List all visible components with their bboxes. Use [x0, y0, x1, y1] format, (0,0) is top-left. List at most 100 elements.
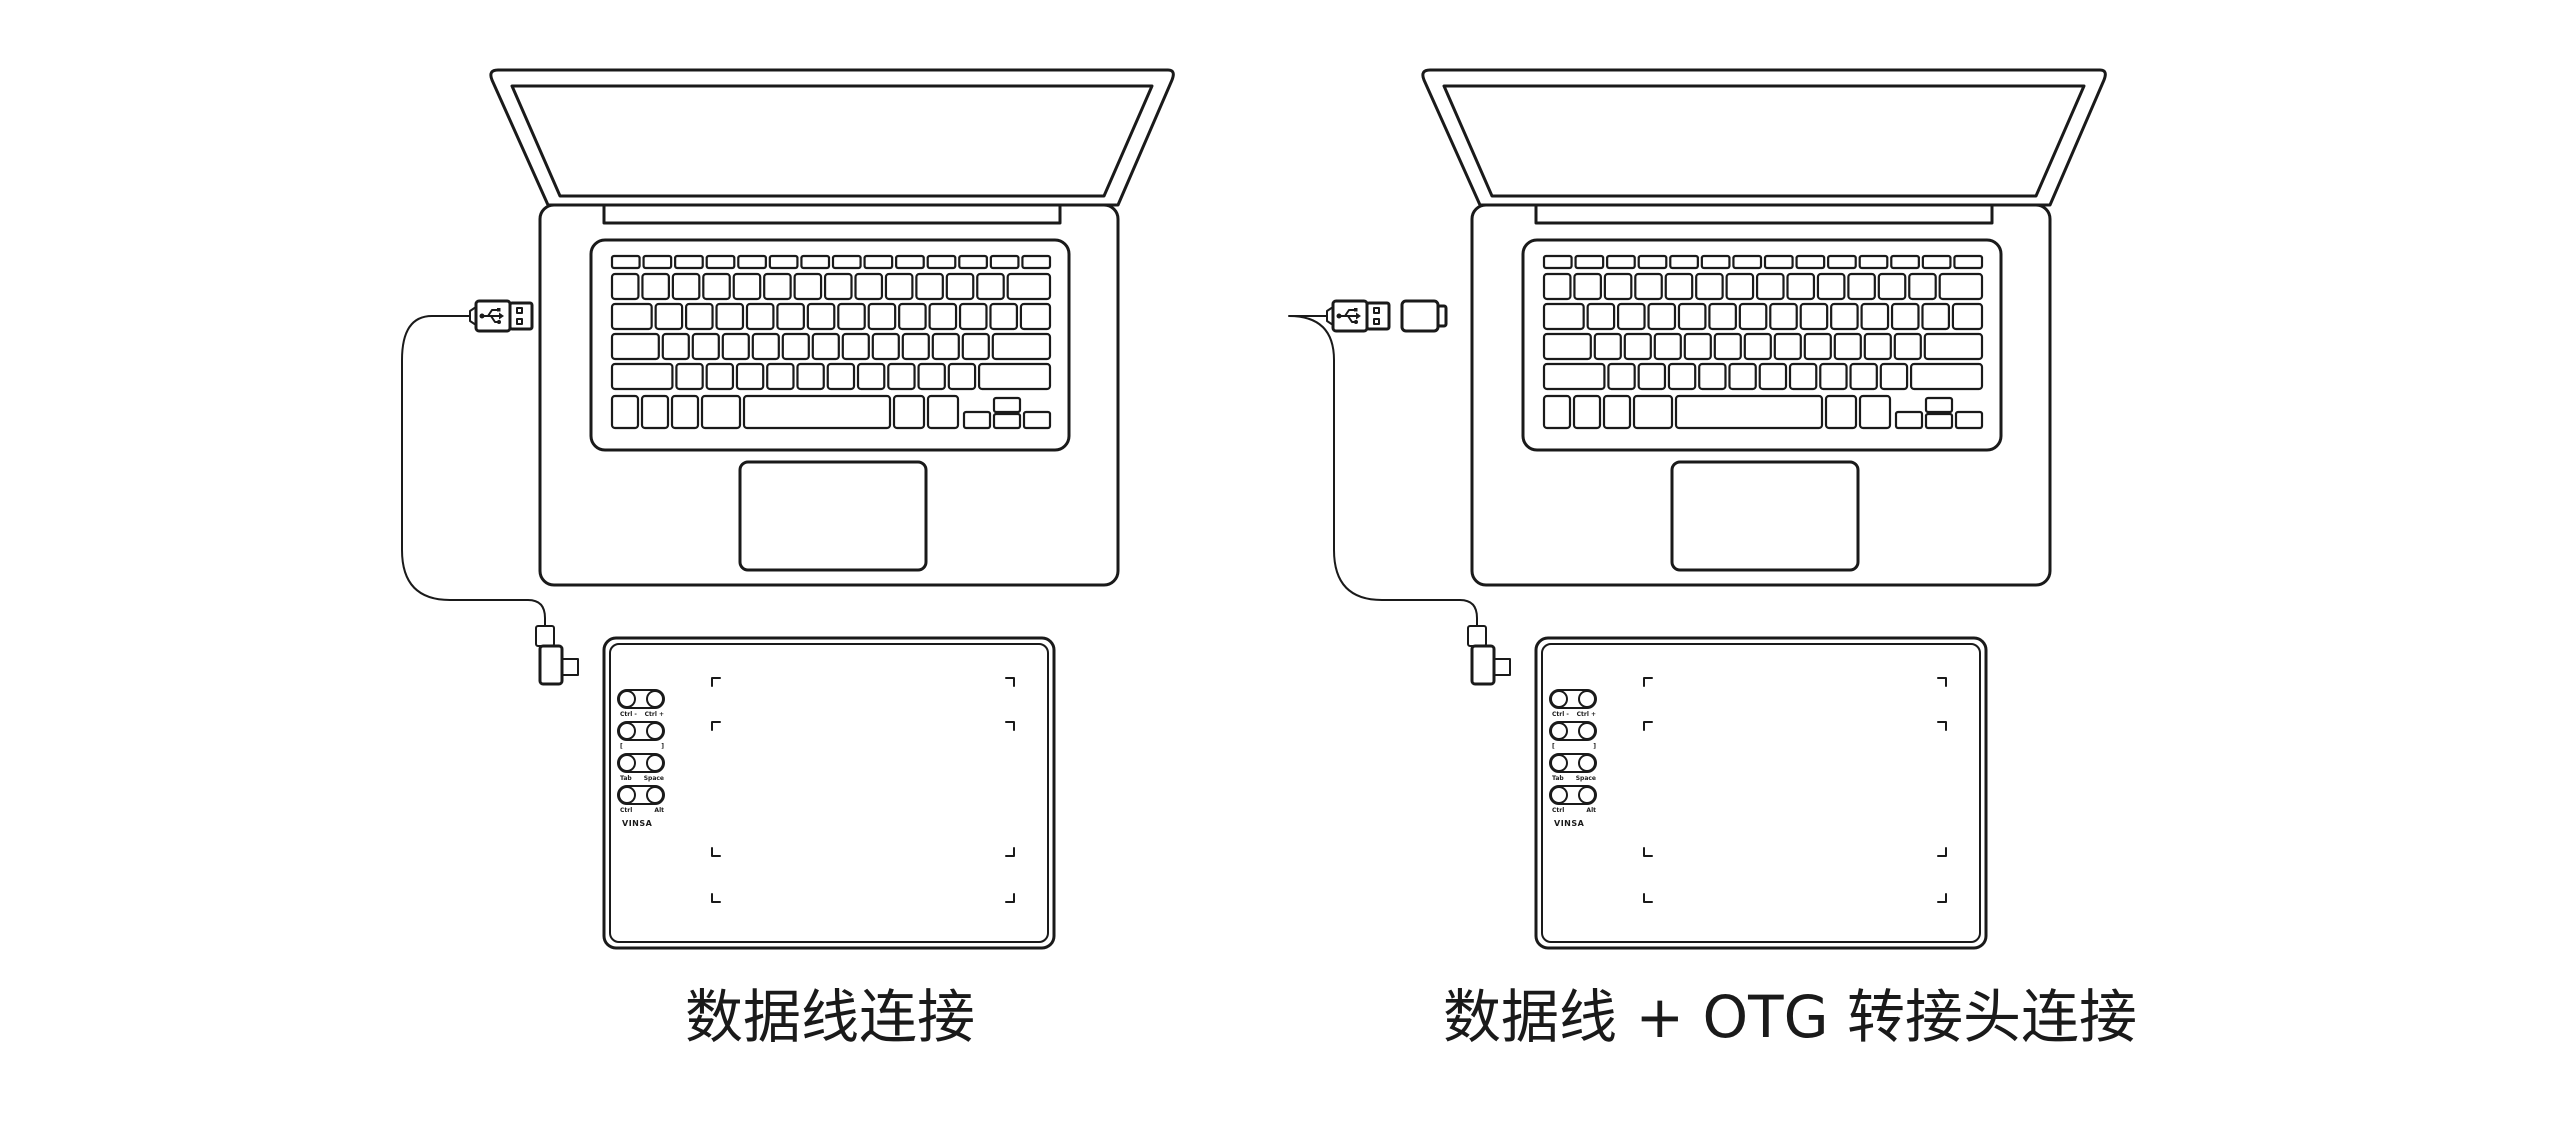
express-key [618, 722, 636, 740]
keyboard-key [1634, 272, 1663, 301]
keyboard-key [831, 254, 862, 270]
keyboard-key [610, 332, 660, 361]
keyboard-key [811, 332, 840, 361]
keyboard-key [1667, 362, 1697, 391]
keyboard-key [735, 362, 765, 391]
laptop-trackpad [1670, 460, 1860, 572]
express-key-pair [617, 689, 665, 709]
keyboard-key [1728, 362, 1757, 391]
keyboard-key [917, 362, 946, 391]
otg-adapter-icon [1400, 299, 1448, 333]
express-key [646, 722, 664, 740]
keyboard-key [1863, 332, 1892, 361]
keyboard-key [1743, 332, 1772, 361]
keyboard-key [1824, 394, 1858, 430]
caption-cable-connection: 数据线连接 [684, 983, 975, 1051]
express-key [1550, 786, 1568, 804]
keyboard-key [856, 362, 886, 391]
keyboard-key [1683, 332, 1712, 361]
keyboard-key [705, 362, 735, 391]
active-area-mark [1005, 721, 1015, 731]
usb-cable [1288, 315, 1478, 627]
keyboard-key [737, 254, 767, 270]
keyboard-key [1773, 332, 1802, 361]
keyboard-key [991, 332, 1052, 361]
usb-a-plug [469, 299, 534, 333]
usb-plug-contact [1373, 318, 1380, 325]
connector-body [538, 644, 564, 686]
express-key [1550, 690, 1568, 708]
laptop-base [538, 203, 1120, 587]
otg-adapter-plug [1436, 304, 1448, 328]
keyboard-key [928, 302, 958, 331]
laptop-screen [510, 84, 1154, 198]
keyboard-key [654, 302, 684, 331]
laptop-keyboard [1521, 238, 2003, 452]
express-key-label: Alt [654, 807, 664, 814]
keyboard-key [926, 254, 957, 270]
keyboard-key [1921, 302, 1951, 331]
keyboard-key [671, 272, 701, 301]
active-area-mark [1937, 721, 1947, 731]
keyboard-key [892, 394, 926, 430]
keyboard-key [1669, 254, 1699, 270]
express-key-label: [ [1552, 743, 1555, 750]
express-key [646, 754, 664, 772]
keyboard-key [841, 332, 870, 361]
keyboard-key [610, 362, 674, 391]
usb-cable [401, 315, 546, 627]
keyboard-key [1732, 254, 1763, 270]
connector-neck [535, 625, 555, 647]
usb-plug-contact [516, 307, 523, 314]
keyboard-key [745, 302, 775, 331]
keyboard-key [977, 362, 1052, 391]
laptop-lid [1421, 68, 2107, 207]
keyboard-key [766, 362, 795, 391]
keyboard-key [1786, 272, 1816, 301]
keyboard-key [1623, 332, 1652, 361]
keyboard-key [1603, 272, 1633, 301]
keyboard-key [1019, 302, 1052, 331]
active-area-mark [1643, 893, 1653, 903]
express-key-label: Ctrl [1552, 807, 1564, 814]
active-area-mark [1643, 847, 1653, 857]
keyboard-key [610, 254, 641, 270]
keyboard-key [640, 394, 670, 430]
keyboard-key [1893, 332, 1922, 361]
active-area-mark [1643, 677, 1653, 687]
keyboard-key [895, 254, 925, 270]
keyboard-key [961, 332, 990, 361]
usb-plug-connector [508, 301, 534, 331]
keyboard-key [1593, 332, 1622, 361]
keyboard-key [806, 302, 836, 331]
active-area-mark [1005, 893, 1015, 903]
keyboard-key [1542, 302, 1585, 331]
keyboard-key [823, 272, 853, 301]
keyboard-key [1847, 272, 1876, 301]
express-key-label: Ctrl - [620, 711, 637, 718]
express-key-label: Alt [1586, 807, 1596, 814]
keyboard-key [837, 302, 866, 331]
express-key-pair [617, 785, 665, 805]
tablet-outer [1534, 636, 1988, 950]
active-area-mark [1937, 677, 1947, 687]
tablet-cable-connector [1467, 625, 1511, 686]
connector-body [1470, 644, 1496, 686]
keyboard-key [796, 362, 825, 391]
express-key-label: Tab [620, 775, 632, 782]
keyboard-key [641, 272, 670, 301]
keyboard-key [1674, 394, 1824, 430]
keyboard-key [1803, 332, 1832, 361]
keyboard-key [898, 302, 927, 331]
keyboard-key [1586, 302, 1616, 331]
active-area-mark [711, 893, 721, 903]
keyboard-key [1616, 302, 1646, 331]
keyboard-key [1542, 254, 1573, 270]
laptop-base [1470, 203, 2052, 587]
laptop-trackpad [738, 460, 928, 572]
tablet-cable-connector [535, 625, 579, 686]
express-key-label: Tab [1552, 775, 1564, 782]
connector-plug [561, 658, 579, 676]
